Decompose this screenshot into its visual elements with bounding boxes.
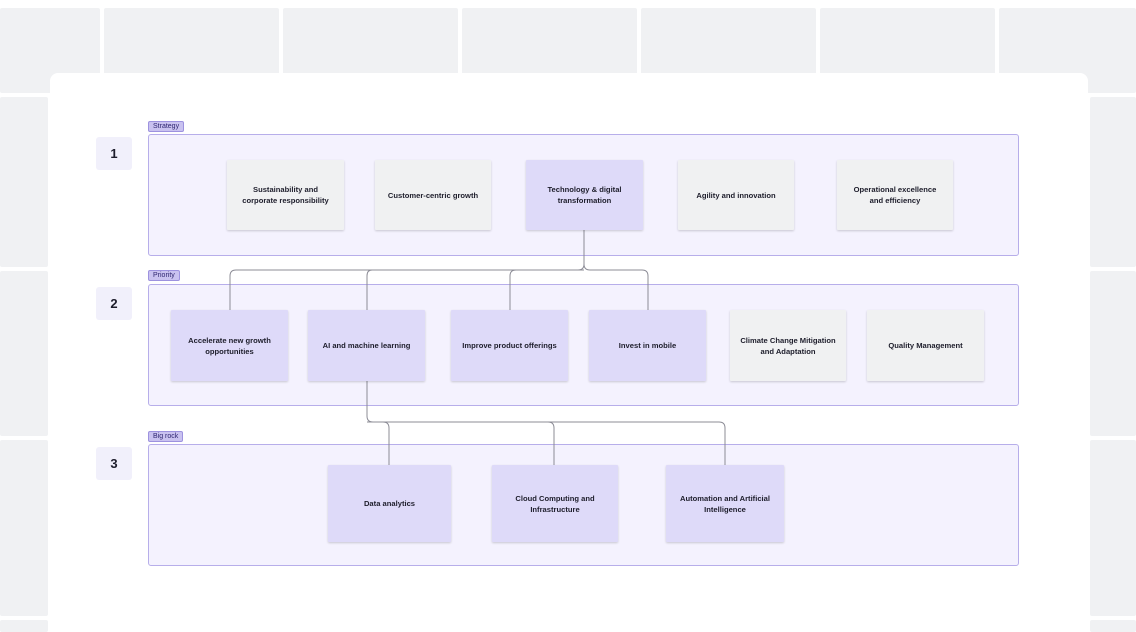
strategy-node-agility[interactable]: Agility and innovation — [678, 160, 794, 230]
level-tag-strategy[interactable]: Strategy — [148, 121, 185, 132]
priority-node-climate-change[interactable]: Climate Change Mitigation and Adaptation — [730, 310, 846, 381]
priority-node-quality-management[interactable]: Quality Management — [867, 310, 984, 381]
level-tag-priority[interactable]: Priority — [148, 270, 180, 281]
priority-node-invest-mobile[interactable]: Invest in mobile — [589, 310, 706, 381]
big-rock-node-cloud-computing[interactable]: Cloud Computing and Infrastructure — [492, 465, 618, 542]
level-number-2: 2 — [96, 287, 132, 320]
priority-node-product-offerings[interactable]: Improve product offerings — [451, 310, 568, 381]
level-tag-big-rock[interactable]: Big rock — [148, 431, 184, 442]
big-rock-node-data-analytics[interactable]: Data analytics — [328, 465, 451, 542]
priority-node-ai-ml[interactable]: AI and machine learning — [308, 310, 425, 381]
strategy-node-customer-growth[interactable]: Customer-centric growth — [375, 160, 491, 230]
priority-node-accelerate-growth[interactable]: Accelerate new growth opportunities — [171, 310, 288, 381]
big-rock-node-automation-ai[interactable]: Automation and Artificial Intelligence — [666, 465, 784, 542]
strategy-node-technology[interactable]: Technology & digital transformation — [526, 160, 643, 230]
strategy-node-sustainability[interactable]: Sustainability and corporate responsibil… — [227, 160, 344, 230]
level-number-3: 3 — [96, 447, 132, 480]
level-number-1: 1 — [96, 137, 132, 170]
strategy-node-operational-excellence[interactable]: Operational excellence and efficiency — [837, 160, 953, 230]
